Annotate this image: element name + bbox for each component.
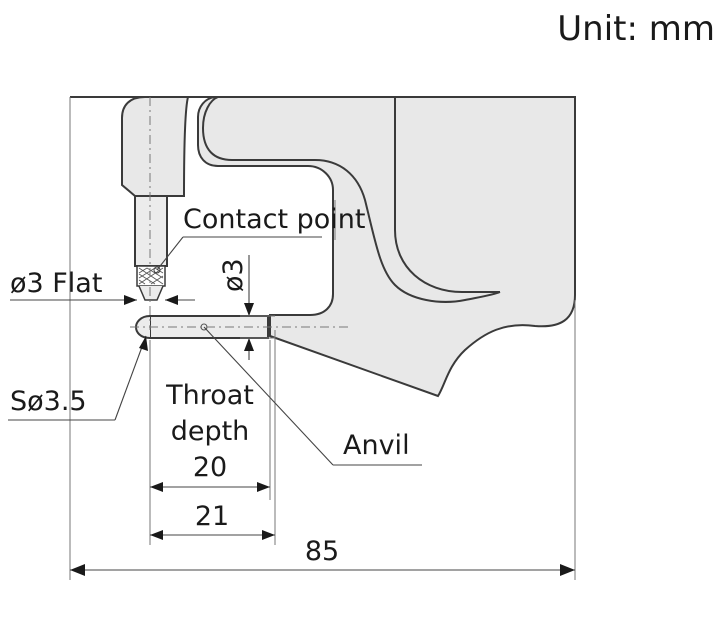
anvil-label: Anvil: [343, 430, 410, 461]
throat-label-line2: depth: [171, 416, 250, 447]
anvil-callout: Anvil: [203, 326, 422, 466]
throat-depth-dimension: Throat depth 20: [150, 380, 270, 492]
dim-21-label: 21: [195, 501, 229, 532]
contact-point-callout: Contact point: [153, 204, 366, 274]
throat-label-line1: Throat: [165, 380, 254, 411]
frame-recess: [201, 96, 501, 303]
sphere-callout: Sø3.5: [8, 335, 148, 421]
dim-85-label: 85: [305, 536, 339, 567]
frame-body: [70, 96, 576, 398]
anvil-dia-label: ø3: [218, 258, 249, 292]
flat-dimension: ø3 Flat: [10, 268, 195, 305]
unit-label: Unit: mm: [557, 9, 715, 49]
flat-dia-label: ø3 Flat: [10, 268, 102, 299]
contact-point-label: Contact point: [183, 204, 366, 235]
dim-85: 85: [70, 536, 575, 576]
sphere-dia-label: Sø3.5: [10, 386, 87, 417]
anvil-dia-dimension: ø3: [218, 255, 275, 360]
throat-value: 20: [193, 452, 227, 483]
spindle: [134, 195, 168, 267]
dim-21: 21: [150, 501, 275, 540]
